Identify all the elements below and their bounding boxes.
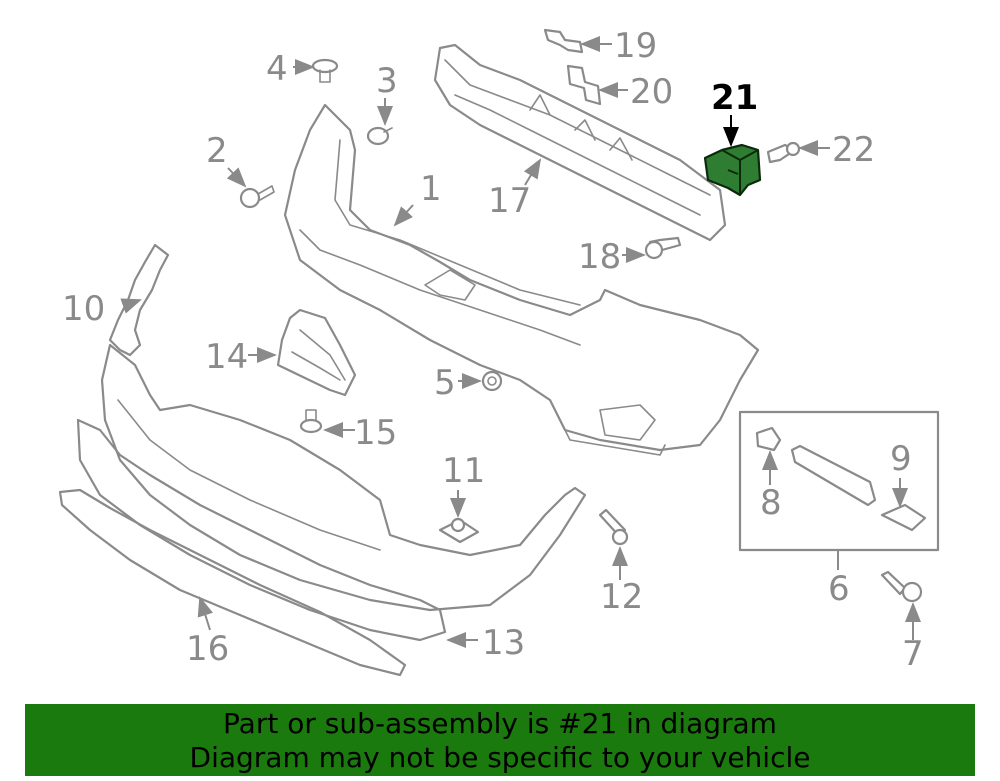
callout-3: 3 (376, 61, 398, 101)
fastener-7 (880, 570, 923, 603)
callout-5: 5 (434, 363, 456, 403)
callout-1: 1 (420, 169, 442, 209)
fastener-22 (766, 141, 801, 164)
lower-trim-part (76, 418, 447, 642)
fastener-12 (598, 508, 629, 546)
callout-22: 22 (832, 130, 875, 170)
callout-4: 4 (266, 49, 288, 89)
bottom-molding-part (58, 488, 407, 677)
strip-part (790, 444, 877, 507)
fastener-2 (239, 185, 275, 209)
callout-13: 13 (482, 623, 525, 663)
leader-lines (120, 36, 921, 648)
fastener-4 (311, 58, 339, 83)
exploded-parts-diagram: 1 2 3 4 5 6 7 8 9 10 11 12 13 14 15 16 1… (58, 26, 940, 677)
callout-18: 18 (578, 237, 621, 277)
callout-14: 14 (205, 337, 248, 377)
callout-10: 10 (62, 289, 105, 329)
callout-21: 21 (711, 78, 758, 118)
callout-6: 6 (828, 569, 850, 609)
banner-line-2: Diagram may not be specific to your vehi… (189, 741, 811, 774)
callout-9: 9 (890, 439, 912, 479)
side-bracket-part (108, 243, 170, 357)
callout-8: 8 (760, 483, 782, 523)
clip-8-part (755, 426, 782, 452)
highlighted-bracket-21 (703, 143, 762, 197)
banner-line-1: Part or sub-assembly is #21 in diagram (223, 707, 777, 740)
callout-20: 20 (630, 72, 673, 112)
callout-2: 2 (206, 131, 228, 171)
fastener-11 (438, 517, 480, 544)
sub-assembly-box-6 (738, 410, 940, 552)
fastener-5 (481, 370, 503, 392)
callout-19: 19 (614, 26, 657, 66)
callout-12: 12 (600, 577, 643, 617)
bumper-cover-part (283, 103, 760, 456)
fastener-19 (543, 28, 584, 54)
info-banner: Part or sub-assembly is #21 in diagram D… (25, 704, 975, 776)
fastener-18 (644, 236, 682, 260)
lower-valance-part (100, 343, 587, 612)
callout-labels: 1 2 3 4 5 6 7 8 9 10 11 12 13 14 15 16 1… (62, 26, 924, 674)
fastener-20 (566, 64, 602, 106)
nut-9-part (880, 503, 927, 532)
callout-15: 15 (354, 413, 397, 453)
fastener-3 (366, 126, 393, 146)
bracket-part (276, 308, 357, 397)
callout-17: 17 (488, 181, 531, 221)
fastener-15 (299, 409, 323, 434)
bumper-beam-part (433, 43, 727, 242)
callout-7: 7 (902, 634, 924, 674)
callout-11: 11 (442, 451, 485, 491)
callout-16: 16 (186, 629, 229, 669)
